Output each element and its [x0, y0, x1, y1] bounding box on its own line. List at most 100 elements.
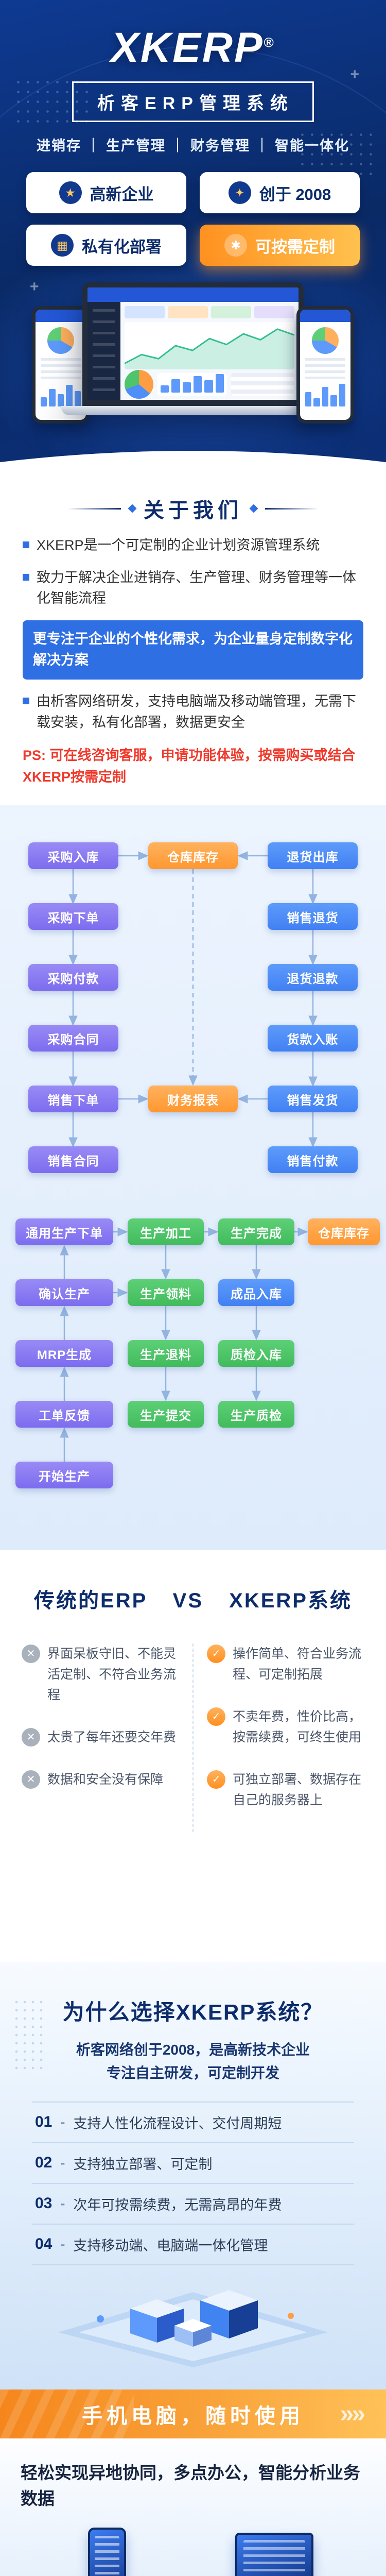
- hero-product-mockup: [0, 282, 386, 448]
- flow-node: MRP生成: [15, 1340, 113, 1367]
- vs-title-mid: VS: [172, 1589, 204, 1612]
- brand-logo: XKERP®: [0, 0, 386, 72]
- vs-title-left: 传统的ERP: [34, 1589, 147, 1612]
- flow-node: 采购合同: [28, 1025, 118, 1052]
- badge-label: 可按需定制: [255, 238, 335, 256]
- vs-pro-item: ✓ 操作简单、符合业务流程、可定制拓展: [207, 1643, 364, 1685]
- badge-customizable: ✱ 可按需定制: [200, 225, 360, 266]
- why-list: 01 - 支持人性化流程设计、交付周期短 02 - 支持独立部署、可定制 03 …: [32, 2101, 354, 2265]
- flowchart-canvas: 采购入库仓库库存退货出库采购下单销售退货采购付款退货退款采购合同货款入账销售下单…: [0, 822, 386, 1533]
- why-item-text: 支持移动端、电脑端一体化管理: [73, 2238, 268, 2253]
- flow-node: 生产加工: [128, 1218, 204, 1245]
- vs-pro-item: ✓ 可独立部署、数据存在自己的服务器上: [207, 1769, 364, 1810]
- check-icon: ✓: [207, 1707, 225, 1726]
- vs-con-item: ✕ 太贵了每年还要交年费: [22, 1727, 179, 1748]
- flow-node: 仓库库存: [308, 1218, 380, 1245]
- about-highlight-callout: 更专注于企业的个性化需求，为企业量身定制数字化解决方案: [23, 620, 363, 680]
- bullet-icon: [23, 541, 29, 548]
- why-intro-line: 专注自主研发，可定制开发: [106, 2064, 279, 2081]
- why-item: 02 - 支持独立部署、可定制: [32, 2143, 354, 2184]
- section-title: 关于我们: [23, 494, 363, 523]
- laptop-icon: [235, 2533, 324, 2576]
- about-section: 关于我们 XKERP是一个可定制的企业计划资源管理系统 致力于解决企业进销存、生…: [0, 470, 386, 805]
- why-item-text: 支持人性化流程设计、交付周期短: [73, 2115, 282, 2131]
- flow-node: 生产领料: [128, 1279, 204, 1306]
- check-icon: ✓: [207, 1645, 225, 1663]
- text-lines: [305, 358, 345, 379]
- about-ps-note: PS: 可在线咨询客服，申请功能体验，按需购买或结合XKERP按需定制: [23, 748, 356, 785]
- diamond-icon: [128, 504, 137, 513]
- flow-node: 生产提交: [128, 1401, 204, 1428]
- vs-title-right: XKERP系统: [229, 1589, 352, 1612]
- gear-icon: ✱: [224, 234, 247, 257]
- flow-node: 货款入账: [268, 1025, 358, 1052]
- flow-node: 销售付款: [268, 1146, 358, 1173]
- why-title: 为什么选择XKERP系统？: [62, 2000, 324, 2024]
- server-icon: ▦: [51, 234, 74, 257]
- cross-icon: ✕: [22, 1770, 40, 1789]
- vs-pro-text: 不卖年费，性价比高，按需续费，可终生使用: [233, 1709, 362, 1744]
- flow-node: 采购下单: [28, 903, 118, 930]
- badge-hightech: ★ 高新企业: [26, 172, 186, 213]
- flow-node: 工单反馈: [15, 1401, 113, 1428]
- about-title: 关于我们: [144, 499, 242, 522]
- flow-node: 仓库库存: [148, 842, 238, 869]
- phone-icon: [87, 2528, 126, 2576]
- flow-node: 销售发货: [268, 1086, 358, 1112]
- about-point: XKERP是一个可定制的企业计划资源管理系统: [23, 535, 363, 556]
- flow-node: 生产退料: [128, 1340, 204, 1367]
- flow-node: 销售合同: [28, 1146, 118, 1173]
- item-dash: -: [60, 2155, 65, 2171]
- flow-node: 财务报表: [148, 1086, 238, 1112]
- flow-node: 通用生产下单: [15, 1218, 113, 1245]
- bullet-icon: [23, 698, 29, 705]
- why-item-text: 次年可按需续费，无需高昂的年费: [73, 2197, 282, 2213]
- dashboard-main: [120, 302, 299, 400]
- footer-section: 轻松实现异地协同，多点办公，智能分析业务数据 手机客户端 业务员手机随时随地开单…: [0, 2438, 386, 2576]
- kpi-cards: [125, 306, 294, 318]
- founded-icon: ✦: [228, 181, 251, 204]
- diamond-icon: [249, 504, 258, 513]
- flow-node: 确认生产: [15, 1279, 113, 1306]
- chevron-right-icon: »»: [340, 2400, 365, 2428]
- area-chart: [125, 322, 294, 369]
- title-line-left: [67, 507, 121, 510]
- vs-con-text: 太贵了每年还要交年费: [47, 1730, 177, 1744]
- badge-label: 高新企业: [90, 185, 154, 204]
- cross-icon: ✕: [22, 1728, 40, 1747]
- bullet-icon: [23, 573, 29, 581]
- badge-label: 创于 2008: [259, 185, 331, 204]
- dots-decoration: [12, 1998, 43, 2075]
- registered-mark: ®: [264, 35, 275, 50]
- why-intro: 析客网络创于2008，是高新技术企业 专注自主研发，可定制开发: [32, 2039, 354, 2085]
- bar-chart: [41, 383, 81, 406]
- item-number: 03: [35, 2195, 52, 2212]
- item-dash: -: [60, 2236, 65, 2252]
- item-number: 01: [35, 2113, 52, 2131]
- pc-illustration: [193, 2522, 365, 2576]
- vs-pros-column: ✓ 操作简单、符合业务流程、可定制拓展 ✓ 不卖年费，性价比高，按需续费，可终生…: [194, 1643, 364, 1832]
- flow-node: 采购入库: [28, 842, 118, 869]
- bar-chart: [305, 383, 346, 406]
- isometric-illustration: [58, 2290, 328, 2367]
- vs-pro-item: ✓ 不卖年费，性价比高，按需续费，可终生使用: [207, 1706, 364, 1748]
- flow-node: 退货出库: [268, 842, 358, 869]
- vs-title: 传统的ERP VS XKERP系统: [22, 1584, 364, 1614]
- badge-private-deploy: ▦ 私有化部署: [26, 225, 186, 266]
- wave-divider: [0, 451, 386, 470]
- vs-cons-column: ✕ 界面呆板守旧、不能灵活定制、不符合业务流程 ✕ 太贵了每年还要交年费 ✕ 数…: [22, 1643, 194, 1832]
- title-line-right: [265, 507, 319, 510]
- laptop-screen: [82, 282, 304, 406]
- flow-node: 生产质检: [218, 1401, 294, 1428]
- dashboard-sidebar: [87, 302, 120, 400]
- pc-web-card: PC网页版 采购销售轻松管理生意，多报表分析业务数据: [193, 2522, 365, 2576]
- vs-con-item: ✕ 数据和安全没有保障: [22, 1769, 179, 1790]
- about-point-text: 由析客网络研发，支持电脑端及移动端管理，无需下载安装，私有化部署，数据更安全: [37, 693, 356, 730]
- laptop-base: [61, 406, 325, 415]
- why-item: 01 - 支持人性化流程设计、交付周期短: [32, 2103, 354, 2143]
- why-item: 03 - 次年可按需续费，无需高昂的年费: [32, 2184, 354, 2225]
- footer-heading: 轻松实现异地协同，多点办公，智能分析业务数据: [21, 2463, 360, 2508]
- banner-text: 手机电脑，随时使用: [82, 2404, 304, 2428]
- phone-header-bar: [300, 310, 350, 322]
- plus-decoration: +: [350, 66, 359, 83]
